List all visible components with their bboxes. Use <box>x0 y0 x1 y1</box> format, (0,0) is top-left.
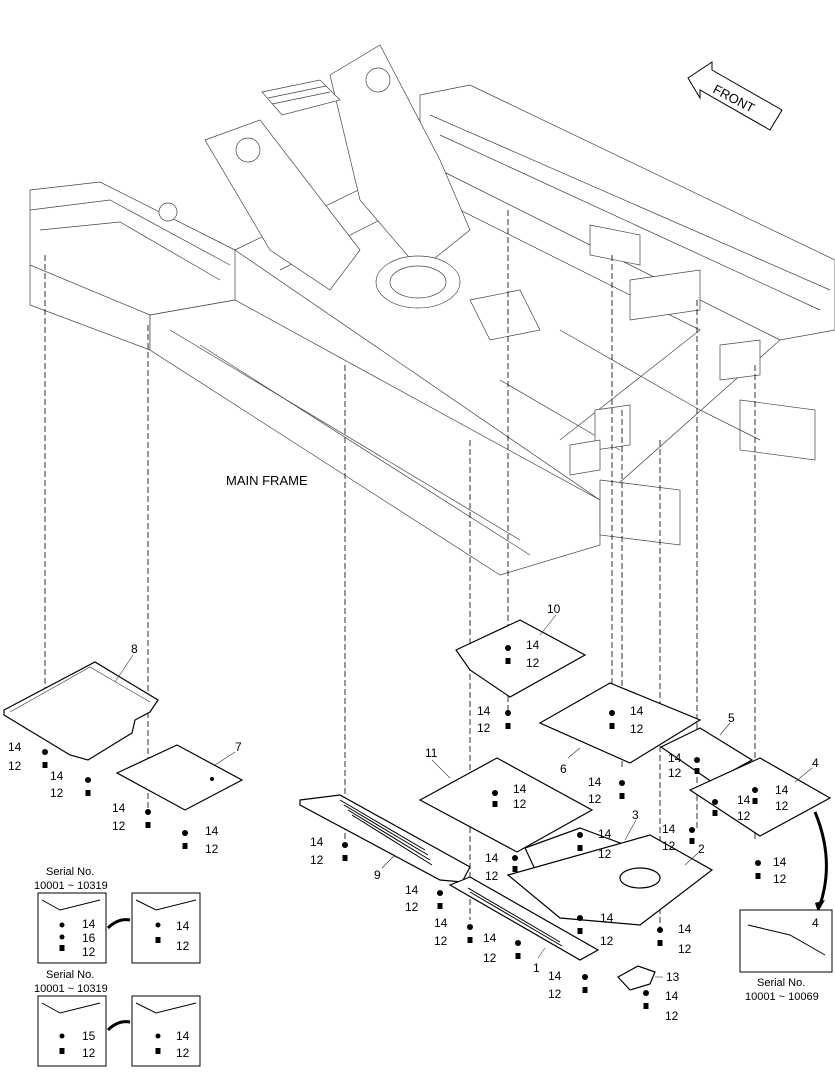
hw-14-h: 14 <box>483 931 497 945</box>
serial-b-right-12: 12 <box>176 1046 190 1060</box>
serial-b-left-12: 12 <box>82 1046 96 1060</box>
hw-14-s: 14 <box>662 822 676 836</box>
hw-14-u: 14 <box>775 783 789 797</box>
plate-13 <box>617 965 656 991</box>
hw-14-n: 14 <box>630 704 644 718</box>
cover-plates <box>3 619 832 991</box>
main-frame-label: MAIN FRAME <box>226 473 308 488</box>
part-label-5: 5 <box>728 711 735 725</box>
part-label-10: 10 <box>547 602 561 616</box>
hw-12-j: 12 <box>526 656 540 670</box>
hw-14-f: 14 <box>405 883 419 897</box>
hardware-labels: 14 12 14 12 14 12 14 12 14 12 14 12 14 1… <box>8 638 789 1023</box>
hw-12-l: 12 <box>513 797 527 811</box>
part-callouts: 8 7 9 10 11 6 5 4 3 2 1 13 <box>114 602 819 984</box>
hw-12-p: 12 <box>668 766 682 780</box>
hw-12-d: 12 <box>205 842 219 856</box>
hw-14-v: 14 <box>773 855 787 869</box>
plate-10 <box>455 619 587 698</box>
hw-12-v: 12 <box>773 872 787 886</box>
part-label-2: 2 <box>698 842 705 856</box>
hw-12-b: 12 <box>50 786 64 800</box>
plate-1-slots <box>467 887 563 947</box>
plate-1 <box>448 876 600 961</box>
hw-14-m: 14 <box>485 851 499 865</box>
part-label-1: 1 <box>533 961 540 975</box>
serial-a-left-16: 16 <box>82 931 96 945</box>
hw-12-x: 12 <box>665 1009 679 1023</box>
plate-8 <box>3 661 159 761</box>
hw-14-l: 14 <box>513 782 527 796</box>
hw-12-h: 12 <box>483 951 497 965</box>
hw-14-k: 14 <box>477 704 491 718</box>
hw-12-g: 12 <box>434 934 448 948</box>
hw-12-k: 12 <box>477 721 491 735</box>
part-label-7: 7 <box>235 740 242 754</box>
part-label-9: 9 <box>374 868 381 882</box>
hw-12-q: 12 <box>598 847 612 861</box>
hw-12-u: 12 <box>775 799 789 813</box>
hw-12-e: 12 <box>310 853 324 867</box>
hw-12-w: 12 <box>678 942 692 956</box>
part-label-3: 3 <box>632 808 639 822</box>
part-label-8: 8 <box>131 642 138 656</box>
hw-14-r: 14 <box>600 911 614 925</box>
front-arrow: FRONT <box>687 61 783 131</box>
serial-a-right-14: 14 <box>176 919 190 933</box>
plate-4 <box>688 757 832 837</box>
part-label-4: 4 <box>812 756 819 770</box>
hw-14-x: 14 <box>665 989 679 1003</box>
hw-14-w: 14 <box>678 922 692 936</box>
serial-inset-a: Serial No. 10001 ~ 10319 14 16 12 14 12 <box>34 866 201 964</box>
plate-6 <box>538 682 702 764</box>
hw-14-p: 14 <box>668 751 682 765</box>
hw-12-t: 12 <box>737 809 751 823</box>
part-label-13: 13 <box>666 970 680 984</box>
hw-14-e: 14 <box>310 835 324 849</box>
plate-7 <box>115 744 244 811</box>
serial-a-right-12: 12 <box>176 939 190 953</box>
serial-b-left-15: 15 <box>82 1029 96 1043</box>
serial-b-right-14: 14 <box>176 1029 190 1043</box>
serial-b-line1: Serial No. <box>46 969 94 981</box>
serial-inset-c: 4 Serial No. 10001 ~ 10069 <box>739 811 833 1003</box>
hw-12-o: 12 <box>588 792 602 806</box>
hw-14-g: 14 <box>434 916 448 930</box>
plate-2 <box>506 834 714 926</box>
hw-12-m: 12 <box>485 869 499 883</box>
hw-12-f: 12 <box>405 900 419 914</box>
serial-a-left-12: 12 <box>82 945 96 959</box>
hw-12-i: 12 <box>548 987 562 1001</box>
hw-14-d: 14 <box>205 824 219 838</box>
part-label-6: 6 <box>560 762 567 776</box>
hw-12-c: 12 <box>112 819 126 833</box>
serial-inset-b: Serial No. 10001 ~ 10319 15 12 14 12 <box>34 969 201 1067</box>
hw-14-o: 14 <box>588 775 602 789</box>
hw-12-n: 12 <box>630 722 644 736</box>
hw-14-q: 14 <box>598 827 612 841</box>
serial-c-line1: Serial No. <box>757 977 805 989</box>
hw-14-i: 14 <box>548 969 562 983</box>
hw-14-b: 14 <box>50 769 64 783</box>
hw-14-a: 14 <box>8 740 22 754</box>
hw-14-t: 14 <box>737 793 751 807</box>
hw-14-j: 14 <box>526 638 540 652</box>
serial-b-line2: 10001 ~ 10319 <box>34 983 108 995</box>
hw-12-r: 12 <box>600 934 614 948</box>
serial-a-line2: 10001 ~ 10319 <box>34 880 108 892</box>
plate-11 <box>418 757 594 853</box>
hw-14-c: 14 <box>112 801 126 815</box>
plate-9-grille <box>339 799 433 866</box>
part-label-11: 11 <box>425 746 438 760</box>
main-frame-drawing <box>29 44 835 576</box>
hw-12-s: 12 <box>662 839 676 853</box>
serial-c-part: 4 <box>812 916 819 930</box>
serial-c-line2: 10001 ~ 10069 <box>745 991 819 1003</box>
serial-a-line1: Serial No. <box>46 866 94 878</box>
hw-12-a: 12 <box>8 759 22 773</box>
serial-a-left-14: 14 <box>82 917 96 931</box>
fasteners <box>42 645 761 1009</box>
